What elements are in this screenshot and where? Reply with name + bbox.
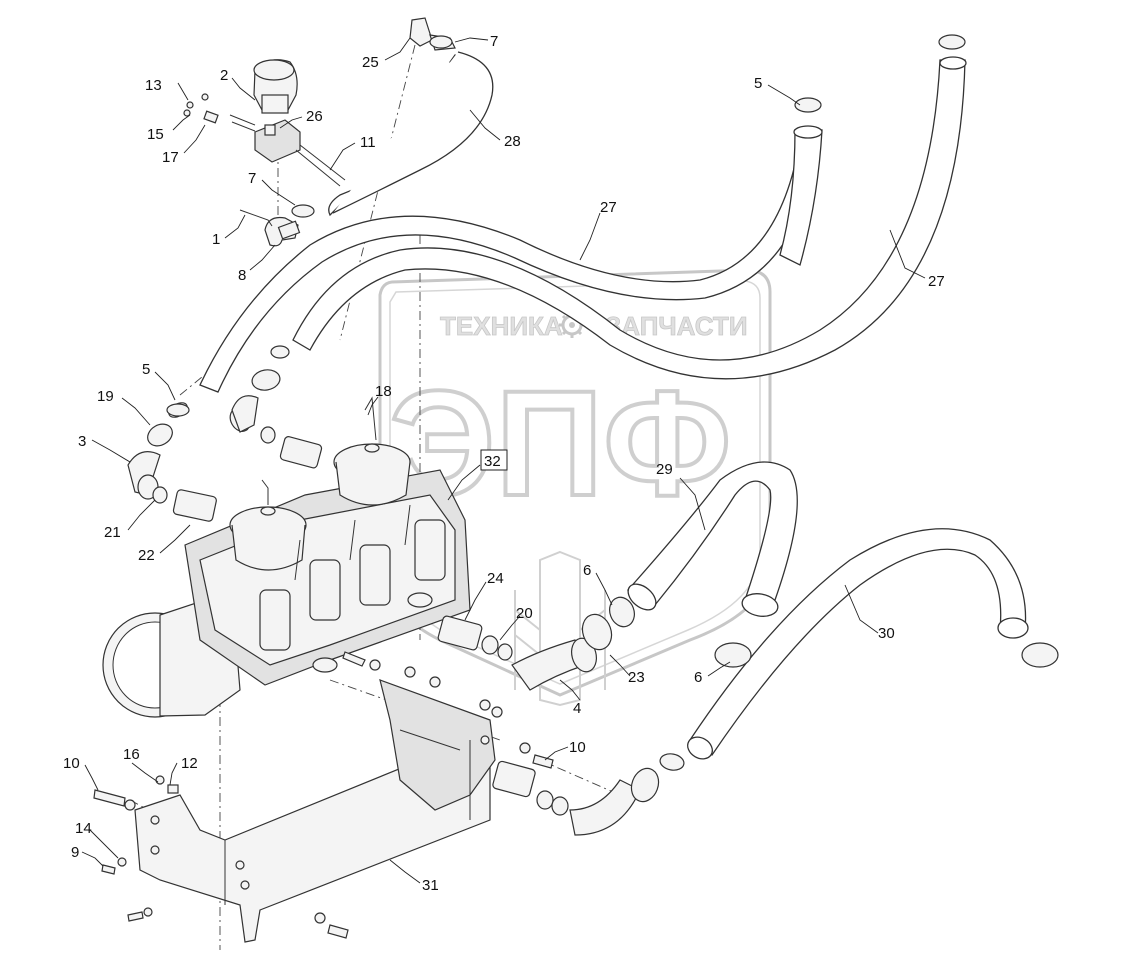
callout-1: 1 <box>212 231 220 248</box>
callout-14: 14 <box>75 820 92 837</box>
callout-28: 28 <box>504 133 521 150</box>
watermark-tower <box>514 550 606 707</box>
fittings-right <box>166 34 1059 836</box>
callout-9: 9 <box>71 844 79 861</box>
watermark-text-right: ЗАПЧАСТИ <box>605 311 748 341</box>
callout-12: 12 <box>181 755 198 772</box>
callout-13: 13 <box>145 77 162 94</box>
callout-22: 22 <box>138 547 155 564</box>
filter-assembly <box>183 59 346 187</box>
callout-27-right: 27 <box>928 273 945 290</box>
callout-leaders <box>81 37 926 884</box>
callout-6-lower: 6 <box>694 669 702 686</box>
callout-8: 8 <box>238 267 246 284</box>
callout-5-right: 5 <box>754 75 762 92</box>
callout-20: 20 <box>516 605 533 622</box>
gauge-18 <box>261 396 377 505</box>
callout-2: 2 <box>220 67 228 84</box>
callout-30: 30 <box>878 625 895 642</box>
callout-11: 11 <box>360 134 376 151</box>
callout-31: 31 <box>422 877 439 894</box>
hose-5-right <box>779 125 823 266</box>
fittings-left <box>127 345 323 522</box>
callout-10-right: 10 <box>569 739 586 756</box>
valve-block <box>102 443 471 718</box>
callout-15: 15 <box>147 126 164 143</box>
callout-6-mid: 6 <box>583 562 591 579</box>
callout-32-box <box>480 449 508 471</box>
callout-5-left: 5 <box>142 361 150 378</box>
watermark: ТЕХНИКА ЗАПЧАСТИ ЭПФ <box>378 268 772 707</box>
callout-4: 4 <box>573 700 581 717</box>
callout-18: 18 <box>375 383 392 400</box>
fasteners <box>93 651 554 939</box>
hose-30 <box>687 528 1029 760</box>
callout-3: 3 <box>78 433 86 450</box>
callout-29: 29 <box>656 461 673 478</box>
callout-17: 17 <box>162 149 179 166</box>
callout-19: 19 <box>97 388 114 405</box>
callout-16: 16 <box>123 746 140 763</box>
hose-27-end <box>939 56 967 70</box>
callout-21: 21 <box>104 524 121 541</box>
hose-28 <box>328 51 494 217</box>
callout-7-top: 7 <box>490 33 498 50</box>
callout-labels: 25 7 13 2 26 15 17 11 28 7 1 8 5 27 27 5… <box>63 33 945 894</box>
callout-26: 26 <box>306 108 323 125</box>
callout-7-mid: 7 <box>248 170 256 187</box>
bracket-31 <box>134 679 496 943</box>
elbow-8 <box>239 209 301 247</box>
callout-27-left: 27 <box>600 199 617 216</box>
callout-24: 24 <box>487 570 504 587</box>
callout-25: 25 <box>362 54 379 71</box>
hose-29 <box>626 461 798 617</box>
callout-32: 32 <box>484 453 501 470</box>
watermark-text-left: ТЕХНИКА <box>440 311 563 341</box>
callout-10-left: 10 <box>63 755 80 772</box>
callout-23: 23 <box>628 669 645 686</box>
